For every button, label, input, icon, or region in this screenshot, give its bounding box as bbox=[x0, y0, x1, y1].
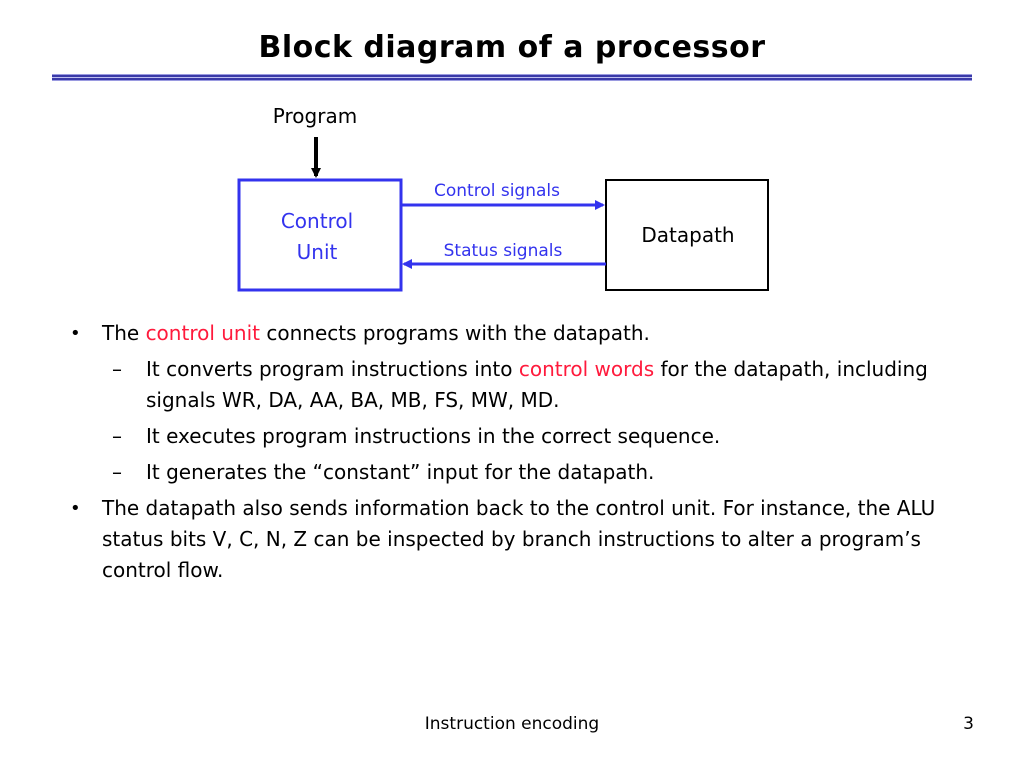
page-number: 3 bbox=[963, 714, 974, 734]
datapath-label: Datapath bbox=[641, 223, 734, 247]
footer-title: Instruction encoding bbox=[424, 714, 600, 734]
bullet-dot-icon: • bbox=[70, 323, 81, 344]
control-signals-label: Control signals bbox=[434, 181, 560, 201]
program-label: Program bbox=[273, 104, 357, 128]
dash-bullet-icon: – bbox=[112, 357, 122, 381]
subbullet-text: It generates the “constant” input for th… bbox=[146, 460, 655, 484]
bullet-dot-icon: • bbox=[70, 498, 81, 519]
bullet-text: connects programs with the datapath. bbox=[260, 321, 650, 345]
bullet-datapath-feedback: • The datapath also sends information ba… bbox=[70, 493, 950, 586]
subbullet-text: for the datapath, including signals WR, … bbox=[146, 357, 928, 412]
bullet-control-unit: • The control unit connects programs wit… bbox=[70, 318, 950, 349]
subbullet-text: It executes program instructions in the … bbox=[146, 424, 721, 448]
control-unit-box bbox=[237, 178, 403, 292]
highlight-control-unit: control unit bbox=[145, 321, 260, 345]
slide-title: Block diagram of a processor bbox=[258, 30, 766, 65]
bullet-list: • The control unit connects programs wit… bbox=[70, 318, 950, 586]
subbullet-text: It converts program instructions into bbox=[146, 357, 519, 381]
subbullet-sequence: – It executes program instructions in th… bbox=[70, 421, 950, 452]
bullet-text: The datapath also sends information back… bbox=[102, 496, 936, 582]
status-signals-label: Status signals bbox=[444, 241, 563, 261]
block-diagram: Program Control Unit Datapath Control si… bbox=[237, 104, 769, 292]
subbullet-control-words: – It converts program instructions into … bbox=[70, 354, 950, 416]
title-divider bbox=[52, 74, 972, 81]
highlight-control-words: control words bbox=[518, 357, 655, 381]
datapath-box bbox=[605, 179, 769, 291]
subbullet-constant: – It generates the “constant” input for … bbox=[70, 457, 950, 488]
dash-bullet-icon: – bbox=[112, 424, 122, 448]
control-unit-label-line2: Unit bbox=[297, 240, 338, 264]
control-unit-label-line1: Control bbox=[281, 209, 353, 233]
bullet-text: The bbox=[102, 321, 146, 345]
dash-bullet-icon: – bbox=[112, 460, 122, 484]
